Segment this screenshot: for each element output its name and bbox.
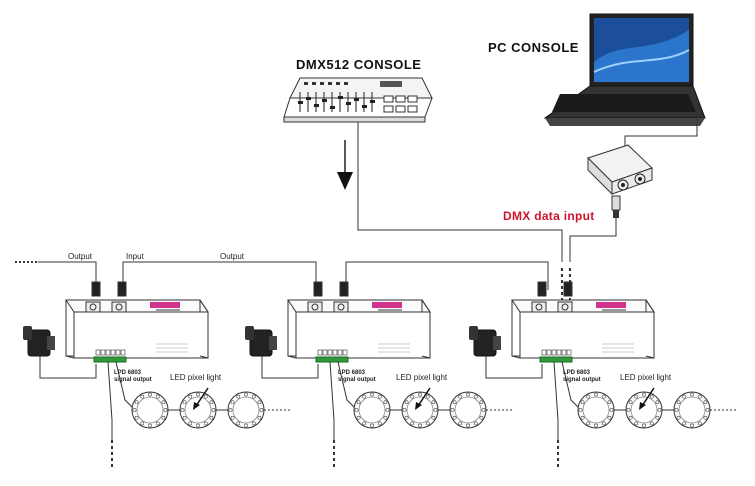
signal-output-line2: signal output bbox=[114, 377, 152, 383]
laptop-icon bbox=[543, 13, 706, 126]
led-pixel-label-1: LED pixel light bbox=[170, 373, 222, 382]
led-pixel-icon bbox=[227, 391, 265, 429]
signal-output-line1: LPD 6803 bbox=[338, 370, 366, 376]
power-adapter-icon bbox=[469, 326, 543, 379]
led-pixel-label-3: LED pixel light bbox=[620, 373, 672, 382]
signal-output-line1: LPD 6803 bbox=[563, 370, 591, 376]
led-pixel-icon bbox=[449, 391, 487, 429]
decoder-icon bbox=[287, 281, 431, 363]
led-pixel-string bbox=[131, 387, 290, 429]
led-pixel-icon bbox=[577, 391, 615, 429]
led-pixel-icon bbox=[353, 391, 391, 429]
power-adapter-icon bbox=[23, 326, 97, 379]
signal-output-line2: signal output bbox=[563, 377, 601, 383]
output-label-1: Output bbox=[68, 252, 93, 261]
decoder-icon bbox=[65, 281, 209, 363]
converter-icon bbox=[587, 144, 653, 218]
led-pixel-icon bbox=[401, 391, 439, 429]
decoder-icon bbox=[511, 281, 655, 363]
pc-console-label: PC CONSOLE bbox=[488, 40, 579, 55]
led-pixel-string bbox=[353, 387, 512, 429]
signal-output-line1: LPD 6803 bbox=[114, 370, 142, 376]
wiring bbox=[38, 122, 617, 290]
console-icon bbox=[283, 77, 433, 123]
signal-output-label-3: LPD 6803 signal output bbox=[563, 370, 601, 384]
signal-wires bbox=[107, 361, 136, 470]
led-pixel-icon bbox=[179, 391, 217, 429]
input-label: Input bbox=[126, 252, 144, 261]
led-pixel-string bbox=[577, 387, 736, 429]
signal-output-label-2: LPD 6803 signal output bbox=[338, 370, 376, 384]
led-pixel-icon bbox=[625, 391, 663, 429]
output-label-2: Output bbox=[220, 252, 245, 261]
decoder-unit-3 bbox=[469, 281, 736, 470]
dmx-console-label: DMX512 CONSOLE bbox=[296, 57, 422, 72]
decoder-unit-1 bbox=[23, 281, 290, 470]
decoder-unit-2 bbox=[245, 281, 512, 470]
led-pixel-icon bbox=[131, 391, 169, 429]
signal-output-label-1: LPD 6803 signal output bbox=[114, 370, 152, 384]
dmx-data-input-label: DMX data input bbox=[503, 209, 595, 223]
power-adapter-icon bbox=[245, 326, 319, 379]
signal-output-line2: signal output bbox=[338, 377, 376, 383]
led-pixel-icon bbox=[673, 391, 711, 429]
led-pixel-label-2: LED pixel light bbox=[396, 373, 448, 382]
signal-wires bbox=[329, 361, 358, 470]
signal-wires bbox=[553, 361, 582, 470]
